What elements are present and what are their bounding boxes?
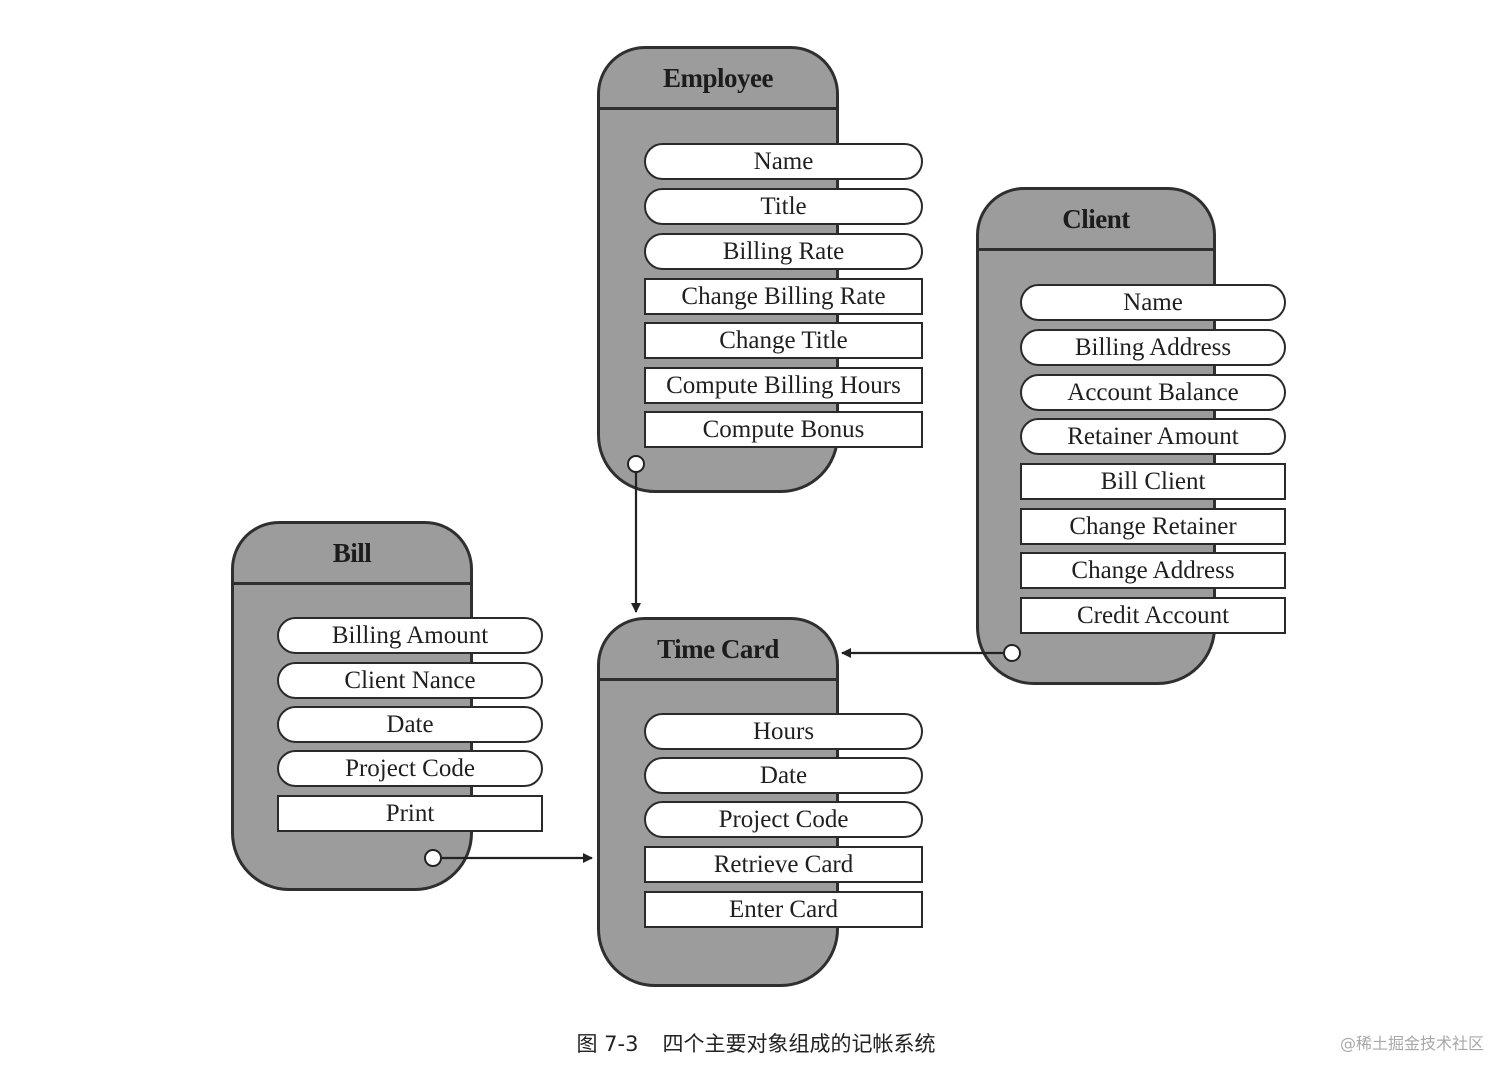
- timecard-item: Hours: [644, 713, 923, 750]
- client-item: Change Retainer: [1020, 508, 1286, 545]
- bill-item: Print: [277, 795, 543, 832]
- client-item: Name: [1020, 284, 1286, 321]
- employee-item: Billing Rate: [644, 233, 923, 270]
- employee-item: Compute Billing Hours: [644, 367, 923, 404]
- bill-item: Billing Amount: [277, 617, 543, 654]
- client-item: Retainer Amount: [1020, 418, 1286, 455]
- bill-item: Date: [277, 706, 543, 743]
- timecard-item: Project Code: [644, 801, 923, 838]
- client-item: Bill Client: [1020, 463, 1286, 500]
- timecard-item: Enter Card: [644, 891, 923, 928]
- employee-item: Name: [644, 143, 923, 180]
- client-item: Change Address: [1020, 552, 1286, 589]
- figure-caption-text: 四个主要对象组成的记帐系统: [662, 1032, 936, 1056]
- bill-port: [424, 849, 442, 867]
- client-port: [1003, 644, 1021, 662]
- client-title: Client: [979, 190, 1213, 251]
- bill-item: Project Code: [277, 750, 543, 787]
- client-item: Billing Address: [1020, 329, 1286, 366]
- bill-item: Client Nance: [277, 662, 543, 699]
- employee-title: Employee: [600, 49, 836, 110]
- watermark: @稀土掘金技术社区: [1339, 1034, 1484, 1053]
- client-item: Credit Account: [1020, 597, 1286, 634]
- figure-caption: 图 7-3 四个主要对象组成的记帐系统: [0, 1028, 1512, 1058]
- client-item: Account Balance: [1020, 374, 1286, 411]
- timecard-item: Date: [644, 757, 923, 794]
- employee-port: [627, 455, 645, 473]
- timecard-title: Time Card: [600, 620, 836, 681]
- employee-item: Title: [644, 188, 923, 225]
- employee-item: Change Billing Rate: [644, 278, 923, 315]
- employee-item: Change Title: [644, 322, 923, 359]
- figure-number: 图 7-3: [576, 1032, 639, 1056]
- timecard-item: Retrieve Card: [644, 846, 923, 883]
- employee-item: Compute Bonus: [644, 411, 923, 448]
- bill-title: Bill: [234, 524, 470, 585]
